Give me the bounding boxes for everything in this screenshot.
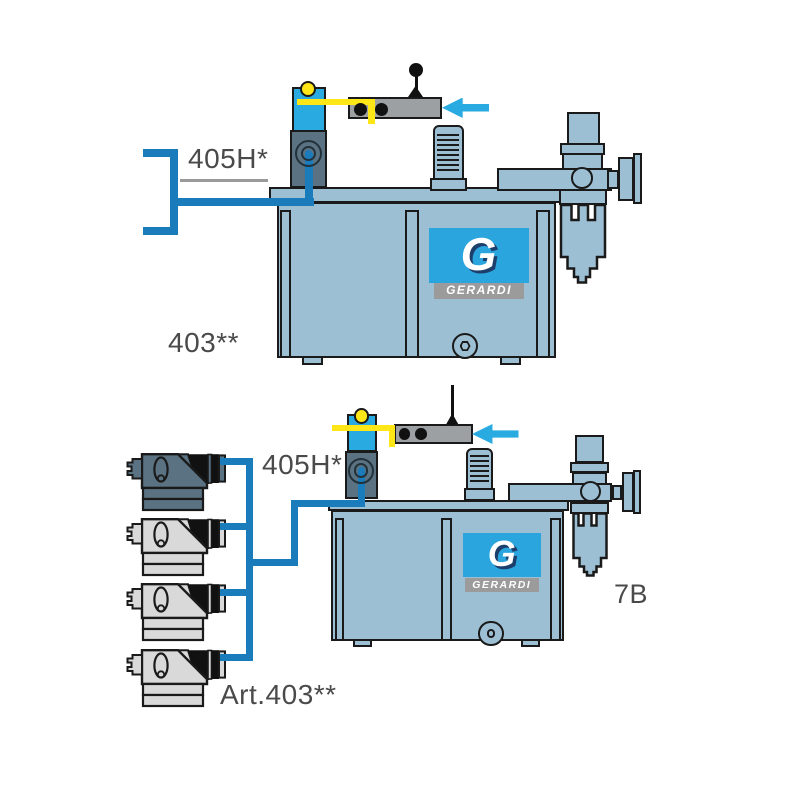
hose-label: 405H* bbox=[188, 143, 269, 174]
gerardi-logo: G bbox=[428, 228, 529, 283]
yellow-link-drop bbox=[368, 98, 375, 124]
yellow-indicator-ball bbox=[353, 408, 369, 424]
clamp-base bbox=[141, 497, 205, 511]
regulator-arm bbox=[497, 168, 612, 191]
filter-bowl bbox=[572, 512, 608, 577]
clamp-pipe-stub bbox=[219, 523, 253, 531]
clamp-1 bbox=[126, 452, 226, 511]
tank-seam bbox=[404, 210, 419, 358]
clamp-2 bbox=[126, 518, 226, 577]
logo-wordmark: GERARDI bbox=[465, 578, 539, 592]
filter-bowl bbox=[559, 203, 607, 284]
hose-line bbox=[170, 197, 314, 206]
feed-pipe-top bbox=[290, 499, 365, 507]
handle-end-plate bbox=[633, 153, 642, 204]
label-underline bbox=[180, 179, 268, 182]
handle-bar bbox=[611, 485, 622, 500]
port-fitting-outer bbox=[348, 457, 374, 484]
hose-bracket-vertical bbox=[170, 148, 178, 235]
breather-flange bbox=[429, 177, 467, 191]
tank-seam bbox=[334, 518, 344, 641]
handle-end-plate bbox=[633, 470, 641, 514]
clamp-pipe-stub bbox=[219, 653, 253, 661]
regulator-dial bbox=[579, 481, 601, 502]
hose-drop bbox=[357, 470, 365, 507]
lever-stem-base bbox=[446, 413, 459, 425]
tank-seam bbox=[279, 210, 291, 358]
lever-knob-dot bbox=[374, 102, 388, 116]
unit-label: 403** bbox=[168, 327, 240, 358]
handle-plate bbox=[618, 156, 634, 201]
lever-stem-base bbox=[408, 86, 423, 97]
arrow-left-icon bbox=[442, 97, 489, 118]
drain-plug-center bbox=[486, 629, 495, 638]
hose-bracket-bottom bbox=[143, 227, 177, 235]
tank-seam bbox=[549, 518, 561, 641]
clamp-pipe-stub bbox=[219, 458, 253, 465]
gerardi-logo: G bbox=[463, 533, 541, 577]
lever-stem bbox=[451, 384, 454, 425]
port-center bbox=[357, 467, 365, 475]
hose-drop bbox=[304, 153, 313, 202]
port-fitting-inner bbox=[300, 146, 316, 161]
arrow-left-icon bbox=[472, 424, 519, 444]
port-fitting-inner bbox=[353, 463, 369, 478]
clamp-slot bbox=[153, 455, 169, 483]
cylinder-band bbox=[211, 453, 219, 483]
yellow-link-line bbox=[296, 98, 374, 105]
yellow-indicator-ball bbox=[299, 80, 316, 97]
yellow-link-drop bbox=[388, 424, 395, 447]
clamp-screw bbox=[126, 457, 143, 479]
logo-wordmark: GERARDI bbox=[434, 283, 524, 299]
clamp-pipe-stub bbox=[219, 588, 253, 596]
port-center bbox=[304, 150, 312, 157]
tank-seam bbox=[535, 210, 550, 358]
clamp-3 bbox=[126, 583, 226, 642]
filter-label: 7B bbox=[614, 579, 649, 609]
hose-label: 405H* bbox=[262, 449, 343, 480]
clamp-4 bbox=[126, 648, 226, 707]
clamp-base bbox=[141, 486, 205, 500]
handle-plate bbox=[621, 471, 634, 512]
breather-ribs bbox=[437, 134, 459, 172]
yellow-link-line bbox=[331, 424, 395, 431]
regulator-knob bbox=[575, 434, 604, 463]
lever-knob-dot bbox=[398, 428, 411, 440]
feed-pipe-horizontal bbox=[245, 559, 298, 566]
regulator-dial bbox=[571, 167, 593, 189]
lever-stem bbox=[414, 75, 418, 97]
tank-seam bbox=[441, 518, 452, 641]
hose-bracket-top bbox=[143, 148, 177, 157]
port-fitting-outer bbox=[294, 140, 322, 167]
cylinder-band bbox=[188, 453, 208, 483]
breather-flange bbox=[463, 487, 495, 501]
unit-label: Art.403** bbox=[220, 679, 337, 710]
cylinder-cap bbox=[218, 453, 226, 483]
lever-knob-dot bbox=[415, 428, 427, 440]
lever-ball bbox=[408, 62, 423, 77]
drain-plug-nut-face bbox=[461, 342, 469, 350]
feed-pipe-vertical bbox=[290, 499, 298, 566]
handle-bar bbox=[606, 170, 619, 189]
lever-knob-dot bbox=[354, 102, 367, 116]
regulator-knob bbox=[566, 111, 600, 146]
breather-ribs bbox=[469, 455, 489, 483]
